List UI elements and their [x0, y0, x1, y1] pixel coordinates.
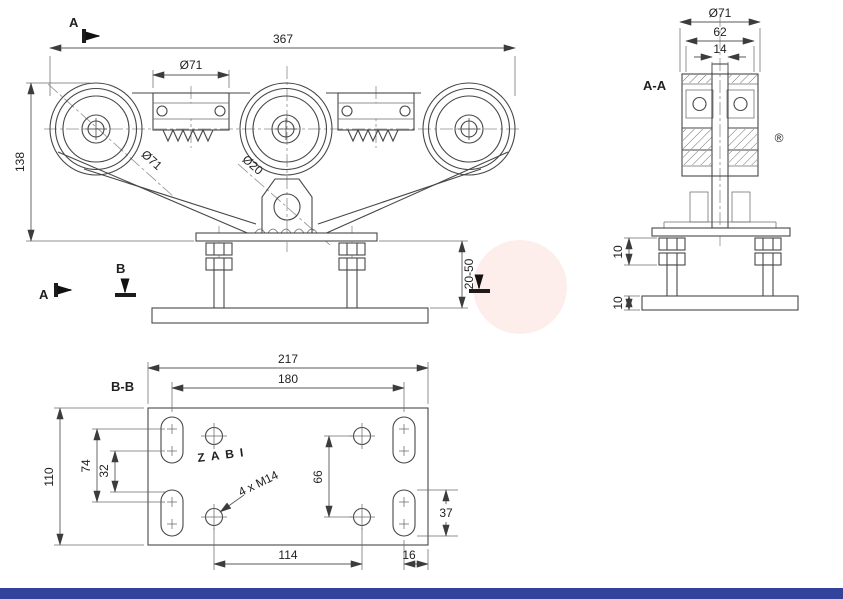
section-marker-a-side: A: [39, 283, 73, 302]
dim-adjust-range: 20-50: [379, 240, 476, 309]
guide-roller-left: [152, 92, 230, 143]
dim-offset-upper: 10: [611, 237, 657, 266]
dim-hub-width: 62: [685, 25, 755, 72]
section-aa-view: A-A: [611, 6, 799, 311]
dim-slot-length: 37: [417, 489, 458, 537]
svg-text:37: 37: [439, 506, 453, 520]
section-bolt-right: [754, 237, 782, 304]
bolt-right: [338, 242, 366, 309]
svg-text:20-50: 20-50: [462, 258, 476, 289]
svg-text:74: 74: [79, 459, 93, 473]
svg-text:10: 10: [611, 245, 625, 259]
dim-web-thickness: 14: [694, 42, 746, 72]
svg-text:114: 114: [278, 548, 297, 562]
section-channel: [651, 227, 791, 237]
svg-text:Ø71: Ø71: [709, 6, 732, 20]
bolt-left: [205, 242, 233, 309]
guide-roller-right: [337, 92, 415, 143]
dim-plate-width: 217: [147, 352, 429, 404]
svg-text:A: A: [69, 15, 79, 30]
thread-callout: 4 x M14: [219, 468, 281, 513]
watermark-circle: [473, 240, 567, 334]
svg-text:16: 16: [402, 548, 416, 562]
svg-text:110: 110: [42, 467, 56, 486]
bottom-view-label: B-B: [111, 379, 134, 394]
gate-profile-plate: [151, 307, 429, 324]
dim-slot-span: 180: [171, 372, 405, 412]
svg-text:138: 138: [13, 152, 27, 172]
dim-offset-lower: 10: [611, 295, 640, 311]
section-bolt-left: [658, 237, 686, 304]
pin-bracket: [254, 178, 318, 234]
slot-position-marks: [167, 424, 409, 529]
dim-slot-step: 32: [97, 450, 165, 493]
mounting-channel: [195, 232, 378, 242]
watermark: ZABI ®: [197, 131, 784, 465]
front-centerlines: [44, 66, 521, 322]
section-marker-b-right: [469, 274, 490, 293]
svg-text:66: 66: [311, 470, 325, 484]
svg-text:217: 217: [278, 352, 298, 366]
svg-text:367: 367: [273, 32, 293, 46]
dim-pin-dia-label: Ø20: [239, 152, 266, 178]
registered-trademark-icon: ®: [775, 131, 784, 145]
svg-text:B: B: [116, 261, 125, 276]
axle-fork-section: [663, 191, 777, 228]
adjustment-slots: [160, 416, 416, 537]
front-view: 367 Ø71 138 Ø71 Ø20 20-50 A: [13, 15, 521, 324]
thread-holes: [201, 423, 375, 530]
dim-slot-pitch: 74: [79, 428, 165, 503]
section-aa-label: A-A: [643, 78, 667, 93]
dim-section-wheel-dia: Ø71: [679, 6, 761, 72]
svg-text:Ø71: Ø71: [180, 58, 203, 72]
dim-total-width: 367: [49, 32, 516, 96]
base-plate-outline: [147, 407, 429, 546]
dim-guide-roller-dia: Ø71: [152, 58, 230, 88]
watermark-brand-text: ZABI: [197, 445, 250, 465]
dim-hole-row-span: 66: [311, 435, 354, 518]
section-marker-b-left: B: [115, 261, 136, 297]
section-gate-plate: [641, 295, 799, 311]
footer-brand-bar: [0, 588, 843, 599]
svg-text:10: 10: [611, 296, 625, 310]
svg-text:32: 32: [97, 464, 111, 478]
svg-text:14: 14: [713, 42, 727, 56]
svg-text:62: 62: [713, 25, 727, 39]
dim-plate-depth: 110: [42, 407, 144, 546]
dim-edge-offset: 16: [402, 540, 429, 570]
svg-text:A: A: [39, 287, 49, 302]
wheel-section: [681, 63, 759, 229]
svg-text:4 x M14: 4 x M14: [236, 468, 281, 499]
dim-hole-pitch: 114: [213, 528, 363, 570]
bottom-view: B-B 217: [42, 352, 458, 570]
section-marker-a-top: A: [69, 15, 101, 43]
dim-height: 138: [13, 82, 194, 242]
svg-text:180: 180: [278, 372, 298, 386]
